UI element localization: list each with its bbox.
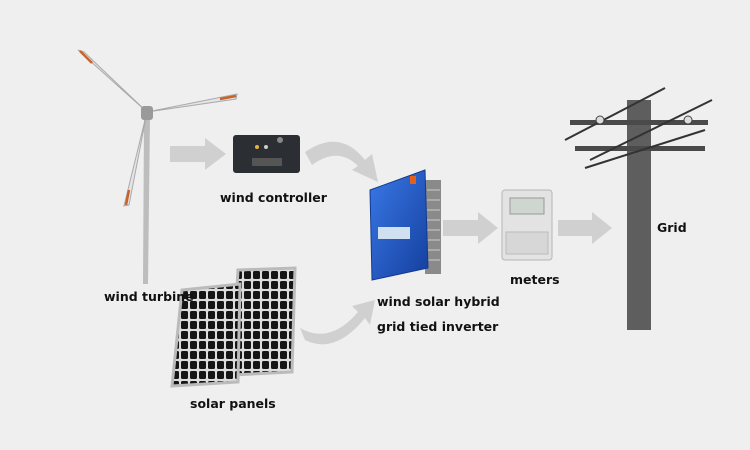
arrow-controller-to-inverter	[305, 141, 378, 182]
inverter-label-line1: wind solar hybrid	[377, 294, 500, 309]
wind-controller-image	[233, 135, 300, 173]
solar-panels-label: solar panels	[190, 396, 276, 411]
arrow-turbine-to-controller	[170, 138, 226, 170]
inverter-label-line2: grid tied inverter	[377, 319, 499, 334]
solar-panels-image	[170, 266, 297, 388]
meters-label: meters	[510, 272, 560, 287]
wind-turbine-label: wind turbine	[104, 289, 194, 304]
meter-image	[501, 189, 553, 261]
wind-turbine-image	[77, 49, 238, 284]
arrow-meter-to-grid	[558, 212, 612, 244]
inverter-image	[369, 169, 441, 281]
wind-controller-label: wind controller	[220, 190, 327, 205]
arrow-panels-to-inverter	[300, 300, 375, 345]
arrow-inverter-to-meter	[443, 212, 498, 244]
utility-pole-image	[564, 87, 713, 330]
grid-label: Grid	[657, 220, 687, 235]
